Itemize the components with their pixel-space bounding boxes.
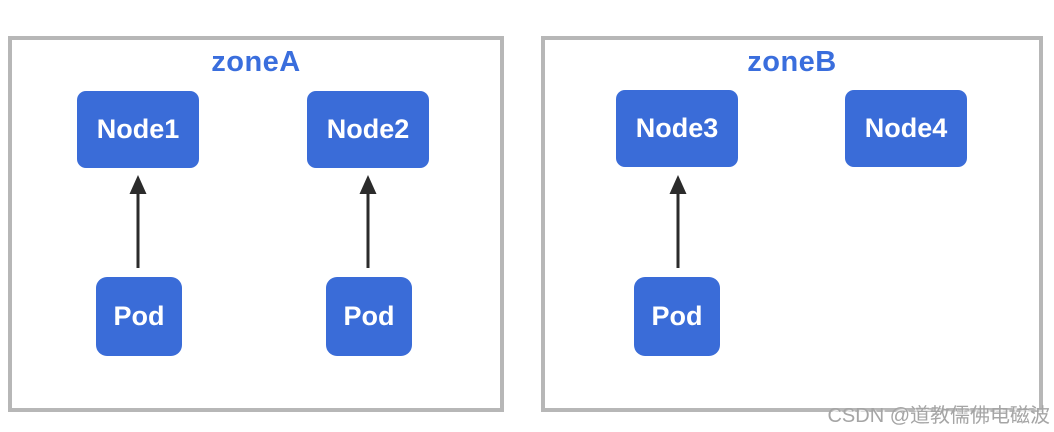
zone-b-container bbox=[541, 36, 1043, 412]
node4-box: Node4 bbox=[845, 90, 967, 167]
zone-a-pod2-box: Pod bbox=[326, 277, 412, 356]
zone-b-title: zoneB bbox=[747, 46, 837, 78]
node3-box: Node3 bbox=[616, 90, 738, 167]
csdn-watermark: CSDN @道教儒佛电磁波 bbox=[827, 405, 1050, 427]
node2-box: Node2 bbox=[307, 91, 429, 168]
zone-a-pod1-box: Pod bbox=[96, 277, 182, 356]
zone-b-pod1-box: Pod bbox=[634, 277, 720, 356]
node1-box: Node1 bbox=[77, 91, 199, 168]
zone-a-title: zoneA bbox=[211, 46, 301, 78]
